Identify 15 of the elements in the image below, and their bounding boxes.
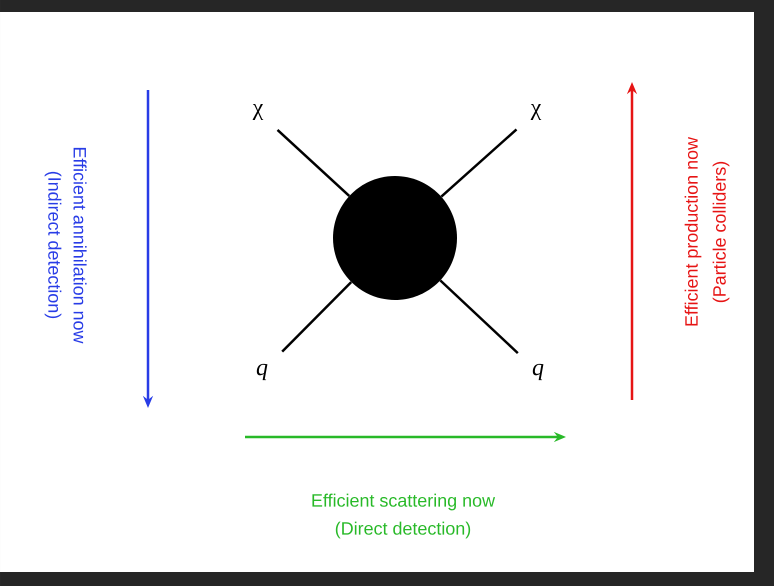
particle-label: χ bbox=[530, 104, 542, 120]
arrow-caption: (Direct detection) bbox=[336, 522, 470, 538]
particle-label: χ bbox=[252, 104, 264, 120]
particle-line bbox=[440, 280, 519, 354]
arrow-caption: (Particle colliders) bbox=[712, 162, 730, 302]
arrow-caption: (Indirect detection) bbox=[44, 172, 62, 318]
arrow-caption: Efficient production now bbox=[684, 136, 702, 326]
arrow-caption: Efficient scattering now bbox=[312, 494, 496, 510]
particle-label: q bbox=[256, 364, 268, 380]
particle-label: q bbox=[532, 364, 544, 380]
particle-line bbox=[440, 128, 518, 198]
interaction-blob bbox=[333, 176, 457, 300]
particle-line bbox=[281, 281, 352, 353]
arrow-caption: Efficient annihilation now bbox=[73, 148, 87, 344]
particle-line bbox=[276, 129, 350, 197]
